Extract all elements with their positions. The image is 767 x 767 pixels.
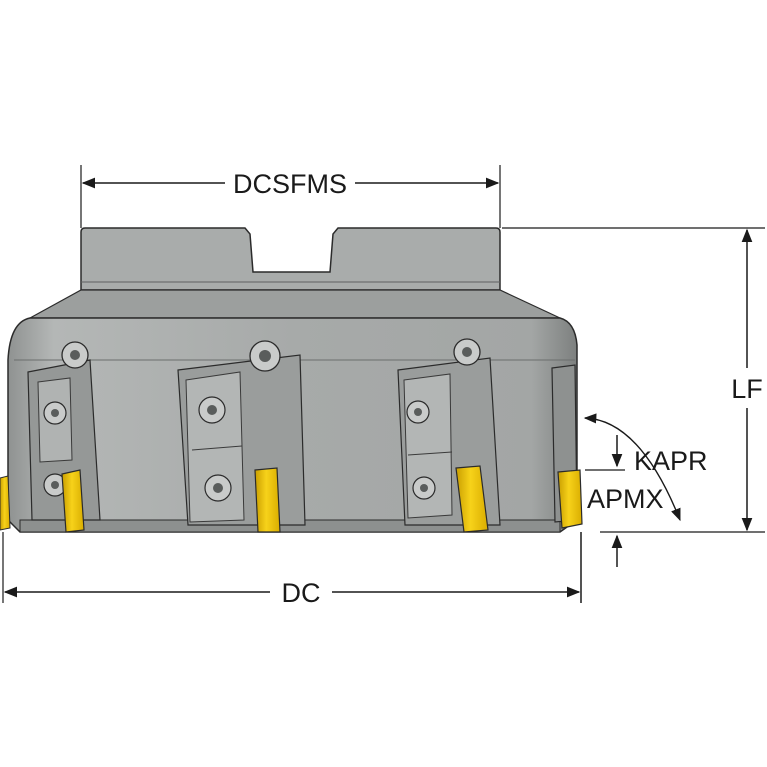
clamp-screw-icon bbox=[412, 476, 436, 500]
lf-label: LF bbox=[731, 374, 763, 404]
clamp-screw-icon bbox=[249, 340, 281, 372]
clamp-screw-icon bbox=[198, 396, 226, 424]
hub bbox=[80, 227, 501, 291]
pocket-center bbox=[177, 354, 306, 526]
dimension-dc: DC bbox=[2, 532, 582, 608]
dimension-apmx: APMX bbox=[585, 435, 664, 567]
clamp-screw-icon bbox=[43, 473, 67, 497]
kapr-label: KAPR bbox=[634, 446, 708, 476]
dimension-kapr: KAPR bbox=[583, 413, 708, 522]
cutting-insert-icon bbox=[61, 469, 85, 533]
cutting-insert-icon bbox=[0, 475, 11, 531]
dimension-lf: LF bbox=[502, 227, 765, 533]
cutting-insert-icon bbox=[557, 469, 583, 529]
dcsfms-label: DCSFMS bbox=[233, 169, 347, 199]
clamp-screw-icon bbox=[43, 401, 67, 425]
cutting-insert-icon bbox=[254, 467, 281, 533]
clamp-screw-icon bbox=[204, 474, 232, 502]
apmx-label: APMX bbox=[587, 484, 664, 514]
shoulder bbox=[29, 289, 561, 319]
clamp-screw-icon bbox=[61, 341, 89, 369]
cutting-insert-icon bbox=[455, 465, 489, 533]
dc-label: DC bbox=[282, 578, 321, 608]
clamp-screw-icon bbox=[453, 338, 481, 366]
dimension-dcsfms: DCSFMS bbox=[80, 165, 501, 228]
clamp-screw-icon bbox=[406, 400, 430, 424]
